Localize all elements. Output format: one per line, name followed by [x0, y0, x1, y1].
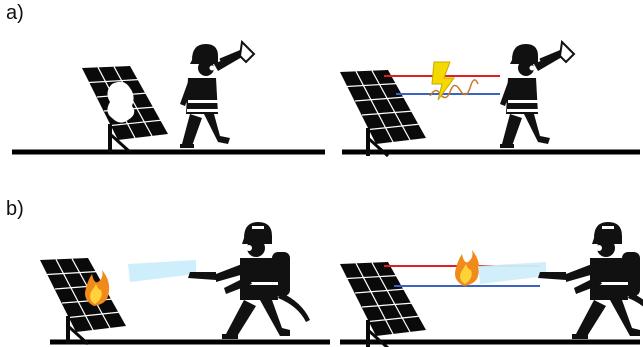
- firefighter-with-hose-icon: [188, 222, 310, 339]
- scene-b-right: [340, 222, 643, 347]
- firefighter-with-axe-icon: [180, 42, 254, 148]
- fire-icon: [455, 250, 479, 286]
- scene-a-left: [12, 42, 325, 152]
- solar-panel-icon: [340, 262, 426, 347]
- firefighter-with-hose-icon: [538, 222, 643, 339]
- scene-a-right: [340, 42, 640, 156]
- water-jet-icon: [128, 260, 196, 282]
- solar-panel-icon: [82, 66, 168, 152]
- solar-panel-icon: [340, 70, 426, 156]
- solar-panel-icon: [40, 258, 126, 344]
- scene-b-left: [40, 222, 330, 344]
- firefighter-with-axe-icon: [500, 42, 574, 148]
